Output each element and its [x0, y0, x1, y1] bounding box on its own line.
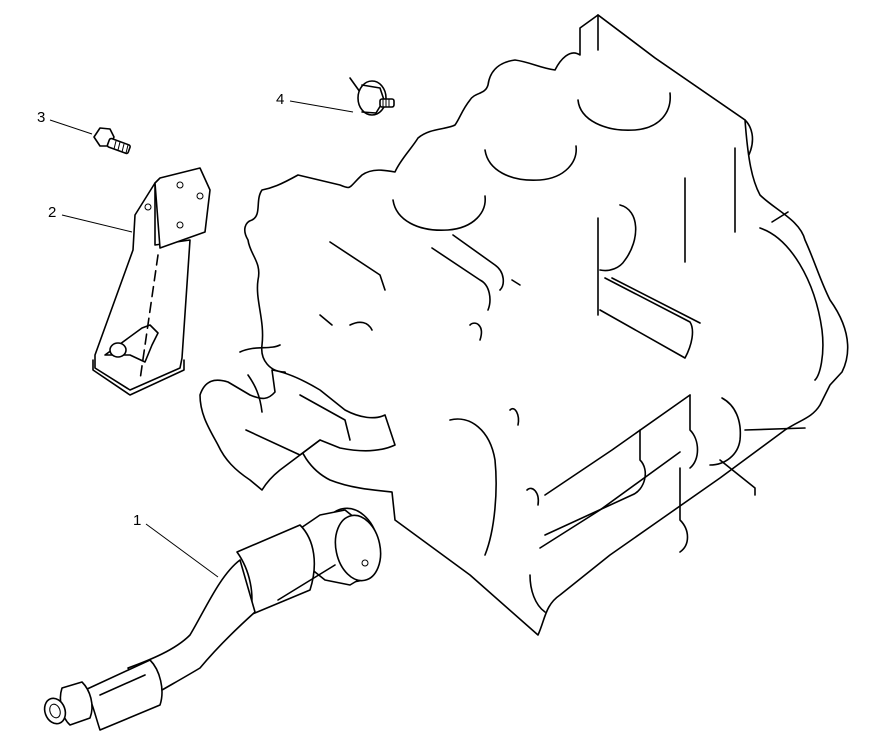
callout-2: 2 [48, 204, 57, 221]
leader-lines [49, 100, 354, 578]
leader-line-2 [61, 214, 133, 233]
leader-line-3 [49, 119, 93, 135]
part-2-bracket [92, 167, 211, 396]
callout-3: 3 [37, 109, 46, 126]
leader-line-1 [145, 523, 219, 578]
part-4-sensor [349, 77, 395, 116]
part-3-bolt [93, 127, 131, 155]
callout-4: 4 [276, 91, 285, 108]
leader-line-4 [289, 100, 354, 113]
engine-block [199, 14, 849, 636]
part-1-shaft [43, 507, 382, 731]
callout-1: 1 [133, 512, 142, 529]
